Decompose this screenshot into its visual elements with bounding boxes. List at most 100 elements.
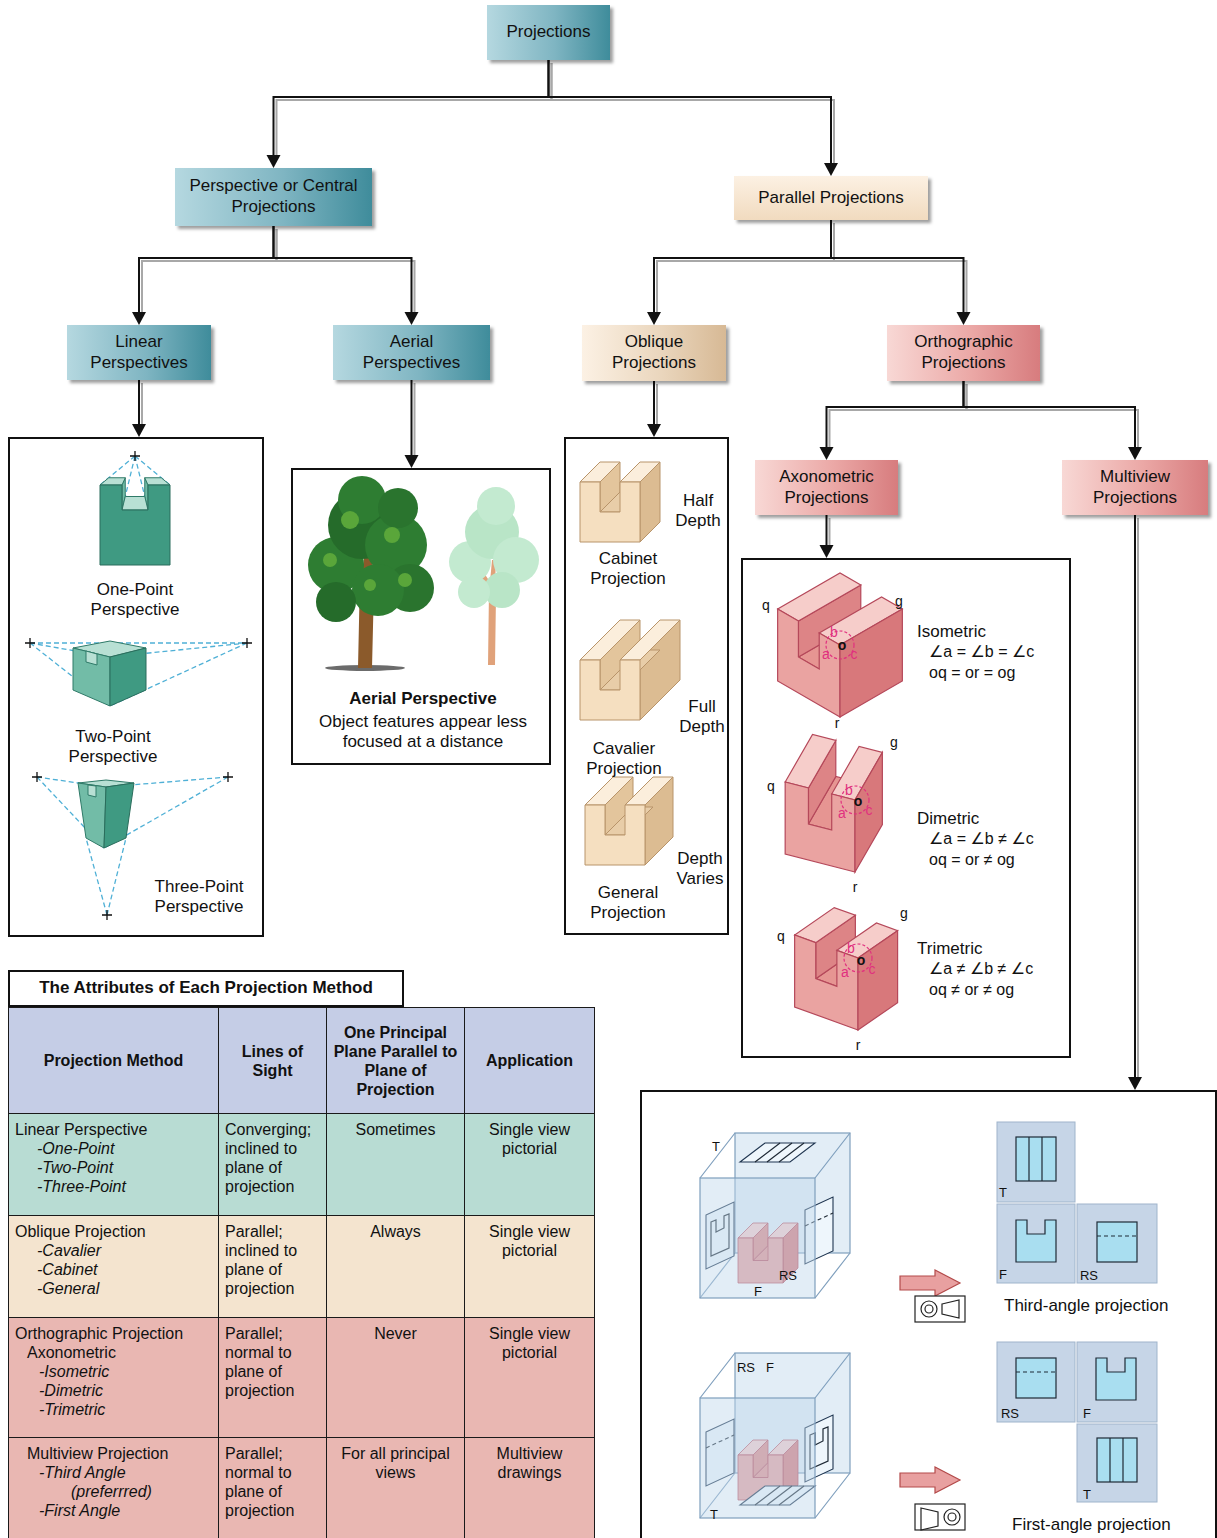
letter-slot: T [712, 1140, 720, 1153]
table-text: -Trimetric [39, 1400, 212, 1419]
letter-slot: a [822, 647, 830, 661]
isometric-block-part [778, 609, 840, 717]
connector-arrow [647, 381, 661, 437]
node-label: Aerial Perspectives [341, 332, 482, 373]
letter-slot: r [856, 1038, 861, 1052]
table-text: Parallel; normal to plane of projection [225, 1444, 320, 1520]
view-label: F [999, 1268, 1007, 1281]
table-text: -Two-Point [37, 1158, 212, 1177]
letter-slot: a [841, 965, 849, 979]
arrowhead [647, 424, 661, 437]
connector-line [1134, 515, 1136, 1078]
arrowhead [1128, 447, 1142, 460]
third-angle-views-part [1016, 1220, 1056, 1262]
table-cell: Single view pictorial [464, 1317, 595, 1438]
text-slot: One-Point Perspective [80, 580, 190, 621]
text-slot: oq = or = og [929, 663, 1069, 682]
text-slot: Object features appear less focused at a… [311, 712, 535, 753]
trimetric-block-part [795, 908, 856, 943]
node-label: Multiview Projections [1070, 467, 1200, 508]
table-cell: Parallel; normal to plane of projection [218, 1437, 327, 1538]
text-slot: Aerial Perspective [303, 689, 543, 709]
letter-slot: RS [737, 1361, 755, 1374]
letter-slot: F [766, 1361, 774, 1374]
panel-label: First-angle projection [1012, 1515, 1217, 1535]
panel-label: ∠a = ∠b ≠ ∠c [929, 829, 1069, 848]
arrowhead [1128, 1077, 1142, 1090]
connector-shadow [141, 383, 143, 428]
connector-shadow [656, 384, 658, 428]
vertex-label: q [762, 598, 770, 612]
panel-box: Third-angle projectionFirst-angle projec… [640, 1090, 1217, 1538]
third-angle-views-part [925, 1305, 933, 1313]
view-label: RS [779, 1269, 797, 1282]
vertex-label: o [857, 953, 866, 967]
tree-near-part [384, 527, 400, 543]
vertex-label: c [869, 962, 876, 976]
connector-shadow [829, 518, 831, 549]
panel-label: oq = or = og [929, 663, 1069, 682]
arrowhead [824, 163, 838, 176]
process-box: Axonometric Projections [755, 460, 898, 515]
process-box: Projections [487, 5, 610, 60]
table-text: Axonometric [27, 1343, 212, 1362]
letter-slot: F [999, 1268, 1007, 1281]
connector-shadow [552, 63, 835, 167]
panel-label: Dimetric [917, 809, 1067, 829]
node-label: Projections [506, 22, 590, 43]
connector-line [964, 381, 1136, 448]
table-text: Multiview Projection [27, 1444, 212, 1463]
letter-slot: g [900, 906, 908, 920]
text-slot: Isometric [917, 622, 1067, 642]
vertex-label: b [845, 783, 853, 797]
first-angle-views-part [1016, 1371, 1056, 1372]
table-text: Always [333, 1222, 458, 1241]
letter-slot: T [999, 1186, 1007, 1199]
arrowhead [132, 424, 146, 437]
third-angle-views-part [1097, 1235, 1137, 1236]
cavalier-block-part [580, 660, 640, 720]
table-header-cell: Projection Method [8, 1007, 219, 1114]
letter-slot: c [866, 803, 873, 817]
one-point-figure-part [100, 478, 125, 485]
third-angle-views-part [921, 1301, 937, 1317]
connector-shadow [834, 223, 967, 316]
table-text: -General [37, 1279, 212, 1298]
connector-arrow [820, 515, 834, 558]
isometric-block-part [778, 573, 861, 621]
one-point-figure [100, 451, 170, 565]
tree-near [308, 476, 434, 671]
table-text: Never [333, 1324, 458, 1343]
vertex-label: c [866, 803, 873, 817]
letter-slot: c [851, 647, 858, 661]
tree-far [449, 487, 539, 665]
letter-slot: r [835, 716, 840, 730]
first-angle-views-part [1077, 1424, 1157, 1502]
view-label: F [754, 1285, 762, 1298]
isometric-block-part [840, 609, 902, 717]
view-label: T [710, 1508, 718, 1521]
text-slot: Half Depth [670, 491, 726, 532]
connector-shadow [830, 384, 967, 451]
arrowhead [132, 312, 146, 325]
general-block-part [585, 805, 645, 865]
process-box: Oblique Projections [582, 325, 726, 381]
node-label: Parallel Projections [758, 188, 904, 209]
third-angle-views-part [997, 1204, 1075, 1283]
cabinet-block [580, 462, 660, 542]
table-cell: Single view pictorial [464, 1113, 595, 1216]
trimetric-block-part [795, 935, 858, 1030]
vertex-label: g [900, 906, 908, 920]
table-cell: Always [326, 1215, 465, 1318]
connector-arrow [132, 380, 146, 437]
first-angle-views-part [1016, 1358, 1056, 1398]
table-header-cell: Application [464, 1007, 595, 1114]
connector-line [654, 220, 831, 313]
panel-label: One-Point Perspective [80, 580, 190, 621]
connector-shadow [967, 384, 1139, 451]
node-label: Oblique Projections [590, 332, 718, 373]
tree-near-part [352, 564, 404, 616]
panel-label: Trimetric [917, 939, 1067, 959]
two-point-figure-part [110, 648, 146, 706]
